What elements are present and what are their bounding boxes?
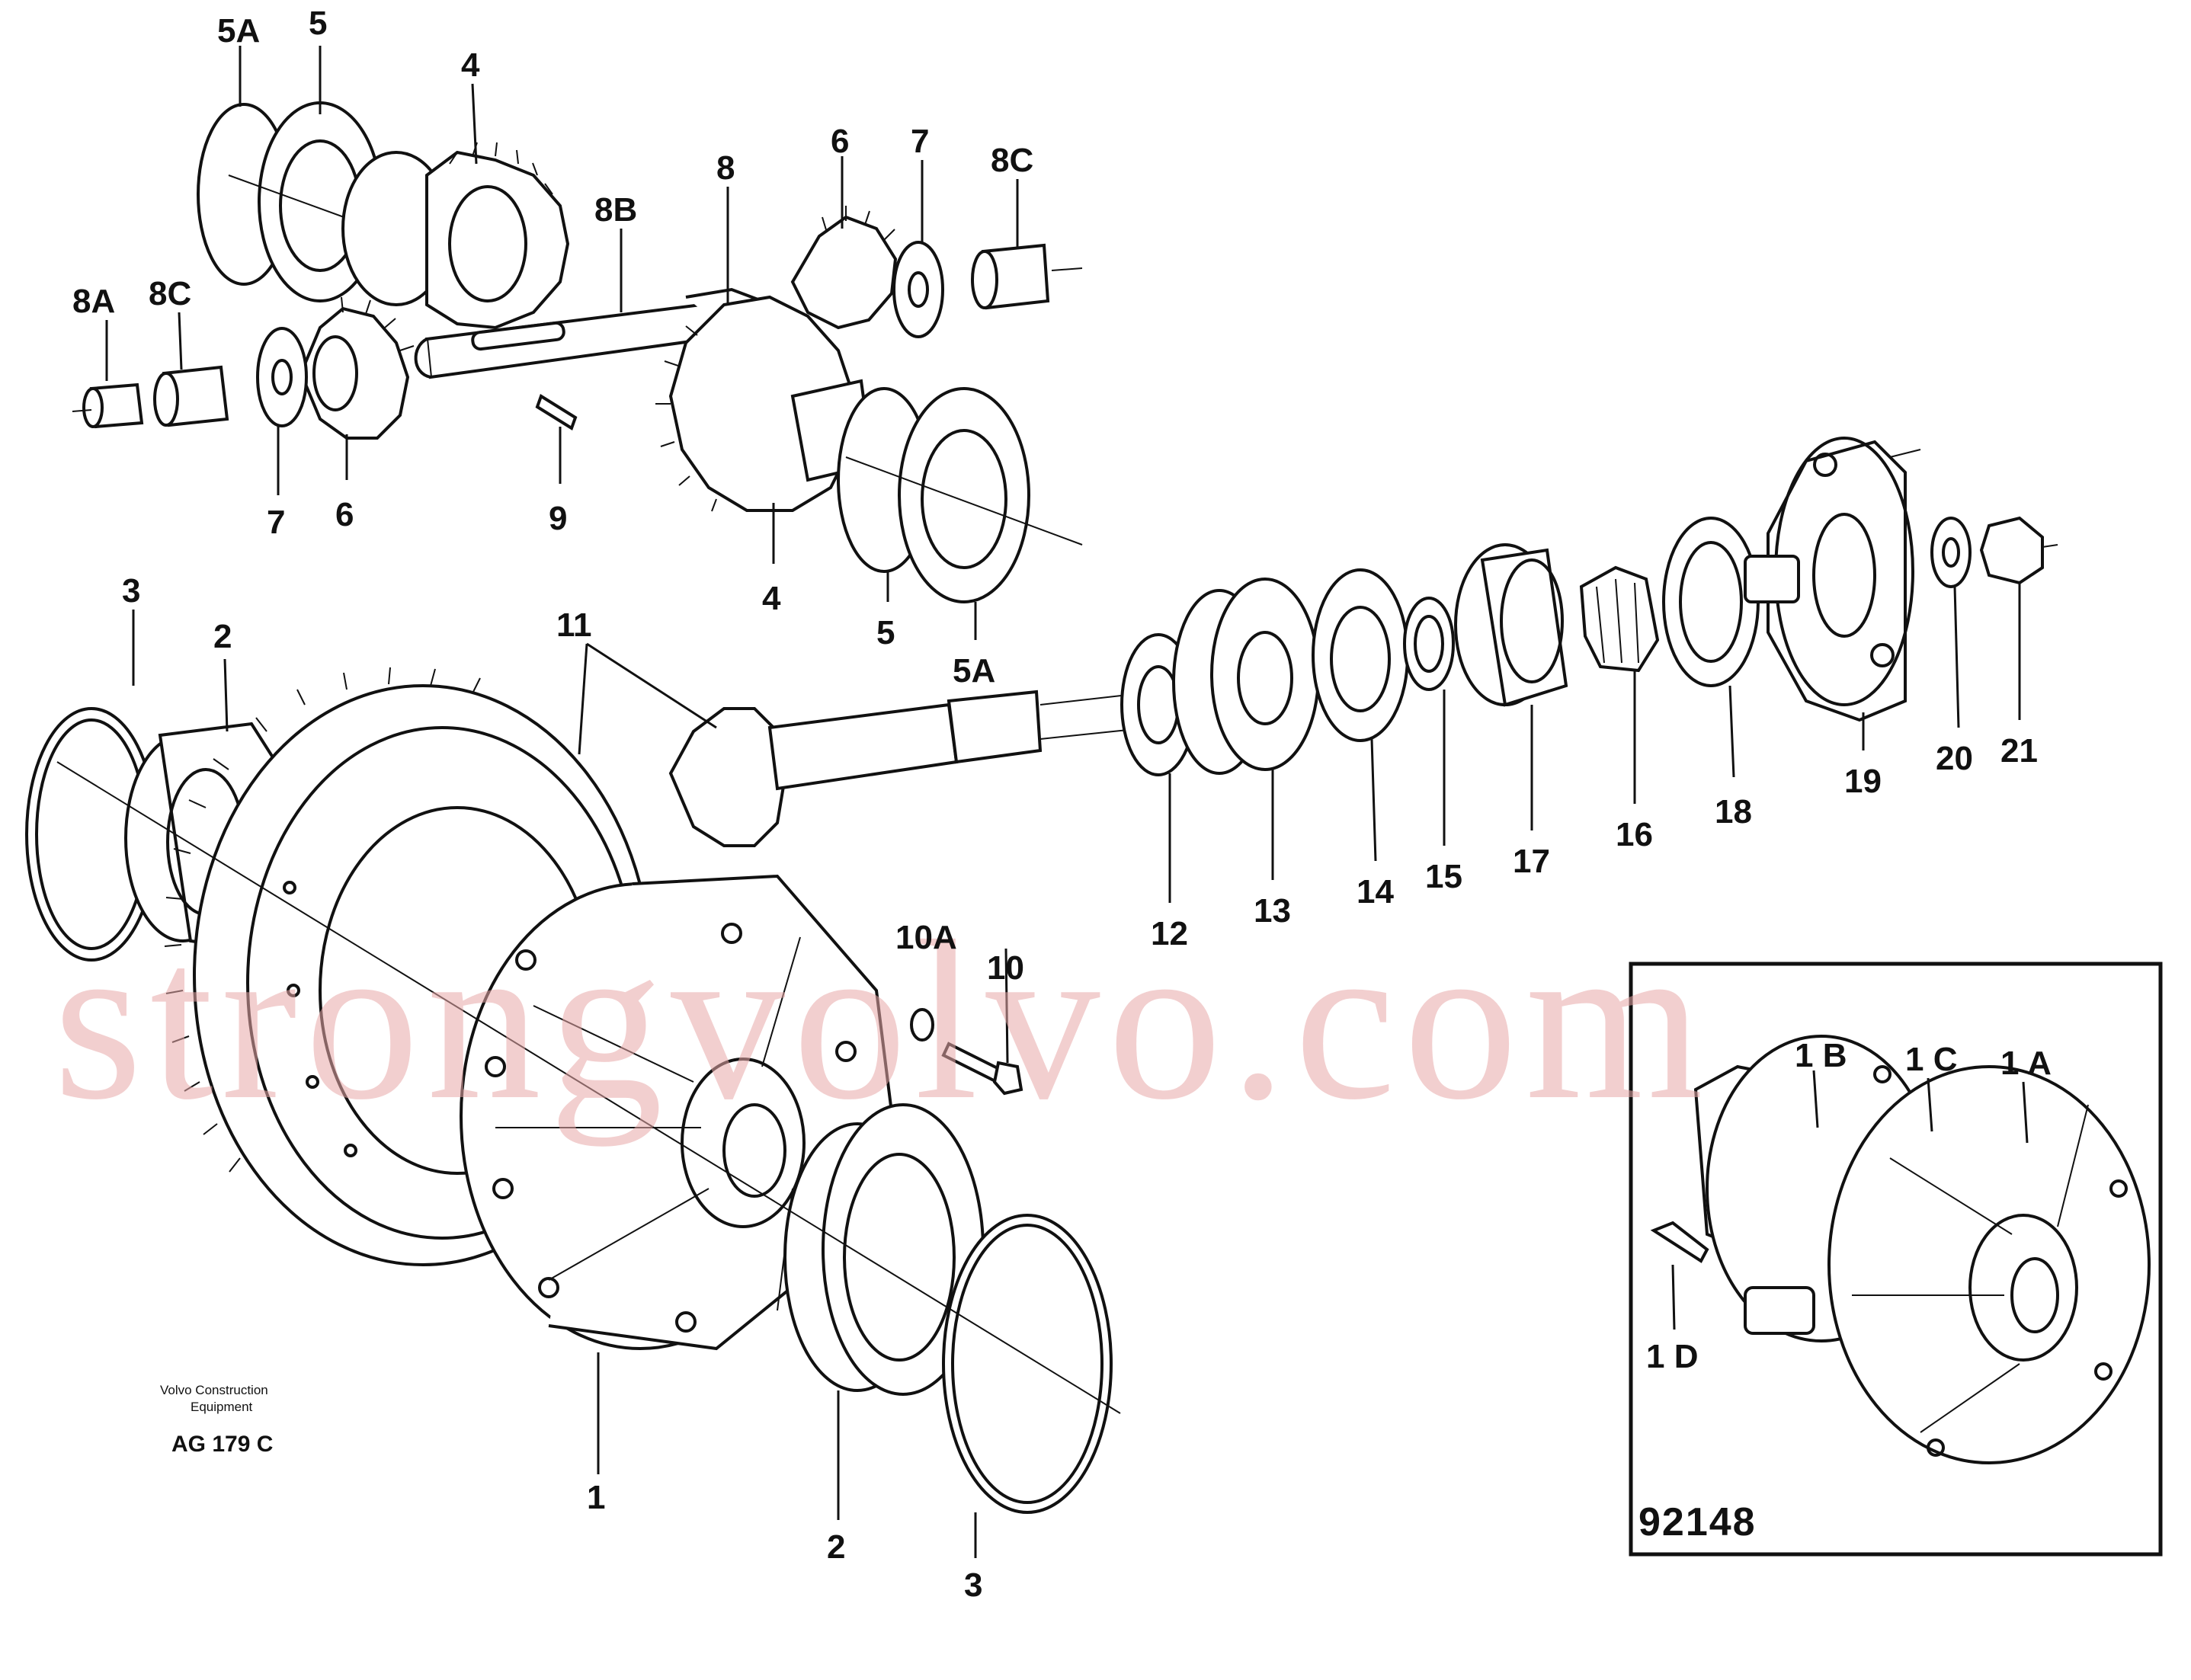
callout-2-top: 2 — [213, 618, 232, 655]
callout-5-mid: 5 — [876, 614, 895, 651]
callout-8c-left: 8C — [149, 275, 191, 312]
callout-13: 13 — [1254, 892, 1291, 930]
callout-labels: 5A 5 4 6 7 8C 8B 8 8A 8C 7 6 9 4 5 5A 3 … — [72, 5, 2052, 1604]
drive-pinion-11 — [668, 690, 1129, 847]
watermark: strongvolvo.com — [53, 894, 1711, 1147]
thrust-washer-7-top — [892, 241, 944, 338]
publisher-line-2: Equipment — [191, 1400, 253, 1414]
callout-15: 15 — [1425, 858, 1462, 895]
callout-1: 1 — [587, 1479, 605, 1516]
callout-21: 21 — [2000, 732, 2038, 770]
callout-5a-mid: 5A — [953, 652, 995, 690]
inset-panel — [1629, 962, 2163, 1557]
pinion-gear-6-top — [790, 206, 898, 330]
nut-21 — [1979, 516, 2058, 585]
ring-14 — [1312, 568, 1409, 742]
callout-18: 18 — [1715, 793, 1752, 830]
bushing-8c-left — [153, 365, 229, 427]
callout-10: 10 — [987, 949, 1024, 987]
callout-5-top: 5 — [309, 5, 327, 42]
bearing-cup-18 — [1662, 517, 1760, 687]
pin-9 — [535, 393, 578, 431]
pinion-gear-6-left — [299, 296, 415, 440]
callout-6-top: 6 — [831, 123, 849, 160]
callout-12: 12 — [1151, 915, 1188, 952]
bearing-2-bottom — [783, 1103, 985, 1396]
callout-19: 19 — [1844, 763, 1882, 800]
washer-10a — [910, 1008, 934, 1042]
ring-3-top — [25, 707, 158, 962]
callout-3-bottom: 3 — [964, 1566, 982, 1604]
callout-7-top: 7 — [911, 123, 929, 160]
bearing-13 — [1172, 578, 1320, 775]
spacer-15 — [1403, 597, 1455, 691]
callout-1c: 1 C — [1905, 1041, 1957, 1078]
side-gear-4-mid — [655, 295, 875, 512]
publisher-line-1: Volvo Construction — [160, 1383, 268, 1397]
callout-1d: 1 D — [1646, 1338, 1698, 1375]
flange-19 — [1744, 437, 1921, 722]
callout-16: 16 — [1616, 816, 1653, 853]
leader-lines — [105, 46, 2029, 1558]
callout-5a-top: 5A — [217, 12, 260, 50]
callout-6-left: 6 — [335, 496, 354, 533]
washer-20 — [1930, 517, 1972, 588]
callout-1b: 1 B — [1795, 1037, 1847, 1074]
inset-number: 92148 — [1638, 1500, 1757, 1544]
callout-8: 8 — [716, 149, 735, 187]
bearing-cup-17 — [1454, 543, 1568, 707]
callout-17: 17 — [1513, 843, 1550, 880]
side-gear-4-top — [341, 142, 570, 330]
bushing-8a — [72, 382, 144, 429]
thrust-washer-7-left — [256, 327, 308, 427]
callout-8a: 8A — [72, 283, 115, 320]
callout-7-left: 7 — [267, 504, 285, 541]
callout-8c-top: 8C — [991, 142, 1033, 179]
callout-20: 20 — [1936, 740, 1973, 777]
bearing-cup-5-5a-mid — [837, 387, 1083, 603]
drawing-code: AG 179 C — [171, 1432, 273, 1457]
axis-line — [56, 761, 1121, 1414]
bolt-10 — [941, 1042, 1023, 1096]
callout-11: 11 — [556, 606, 592, 644]
callout-4-top: 4 — [461, 46, 480, 84]
callout-3-top: 3 — [122, 572, 140, 610]
callout-9: 9 — [549, 500, 567, 537]
ring-3-bottom — [942, 1214, 1113, 1514]
callout-8b: 8B — [594, 191, 637, 229]
cone-bearing-16 — [1579, 565, 1660, 673]
callout-2-bottom: 2 — [827, 1528, 845, 1566]
callout-14: 14 — [1357, 873, 1394, 910]
callout-1a: 1 A — [2000, 1045, 2052, 1082]
bushing-8c-top — [971, 243, 1083, 310]
callout-10a: 10A — [895, 919, 957, 956]
callout-4-mid: 4 — [762, 580, 781, 617]
